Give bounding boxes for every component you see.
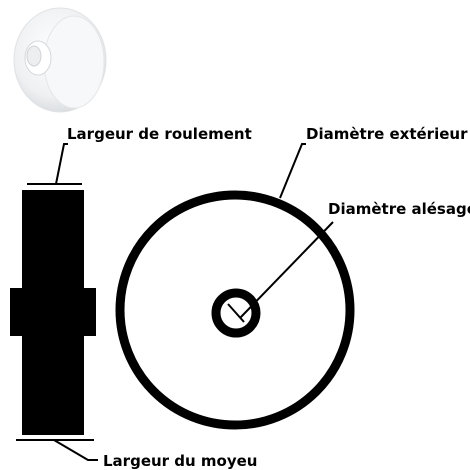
bore-diameter-dimension: Diamètre alésage xyxy=(227,200,470,323)
hub-width-dimension: Largeur du moyeu xyxy=(16,439,258,470)
wheel-photo xyxy=(13,7,107,113)
hub-profile xyxy=(10,288,96,336)
outer-diameter-dimension: Diamètre extérieur xyxy=(279,125,468,199)
bore-diameter-label: Diamètre alésage xyxy=(328,200,470,218)
wheel-side-view xyxy=(10,190,96,435)
tread-width-dimension: Largeur de roulement xyxy=(27,125,252,185)
tread-width-label: Largeur de roulement xyxy=(67,125,252,143)
outer-diameter-label: Diamètre extérieur xyxy=(306,125,468,143)
hub-width-label: Largeur du moyeu xyxy=(103,452,258,470)
wheel-front-view xyxy=(115,190,355,430)
